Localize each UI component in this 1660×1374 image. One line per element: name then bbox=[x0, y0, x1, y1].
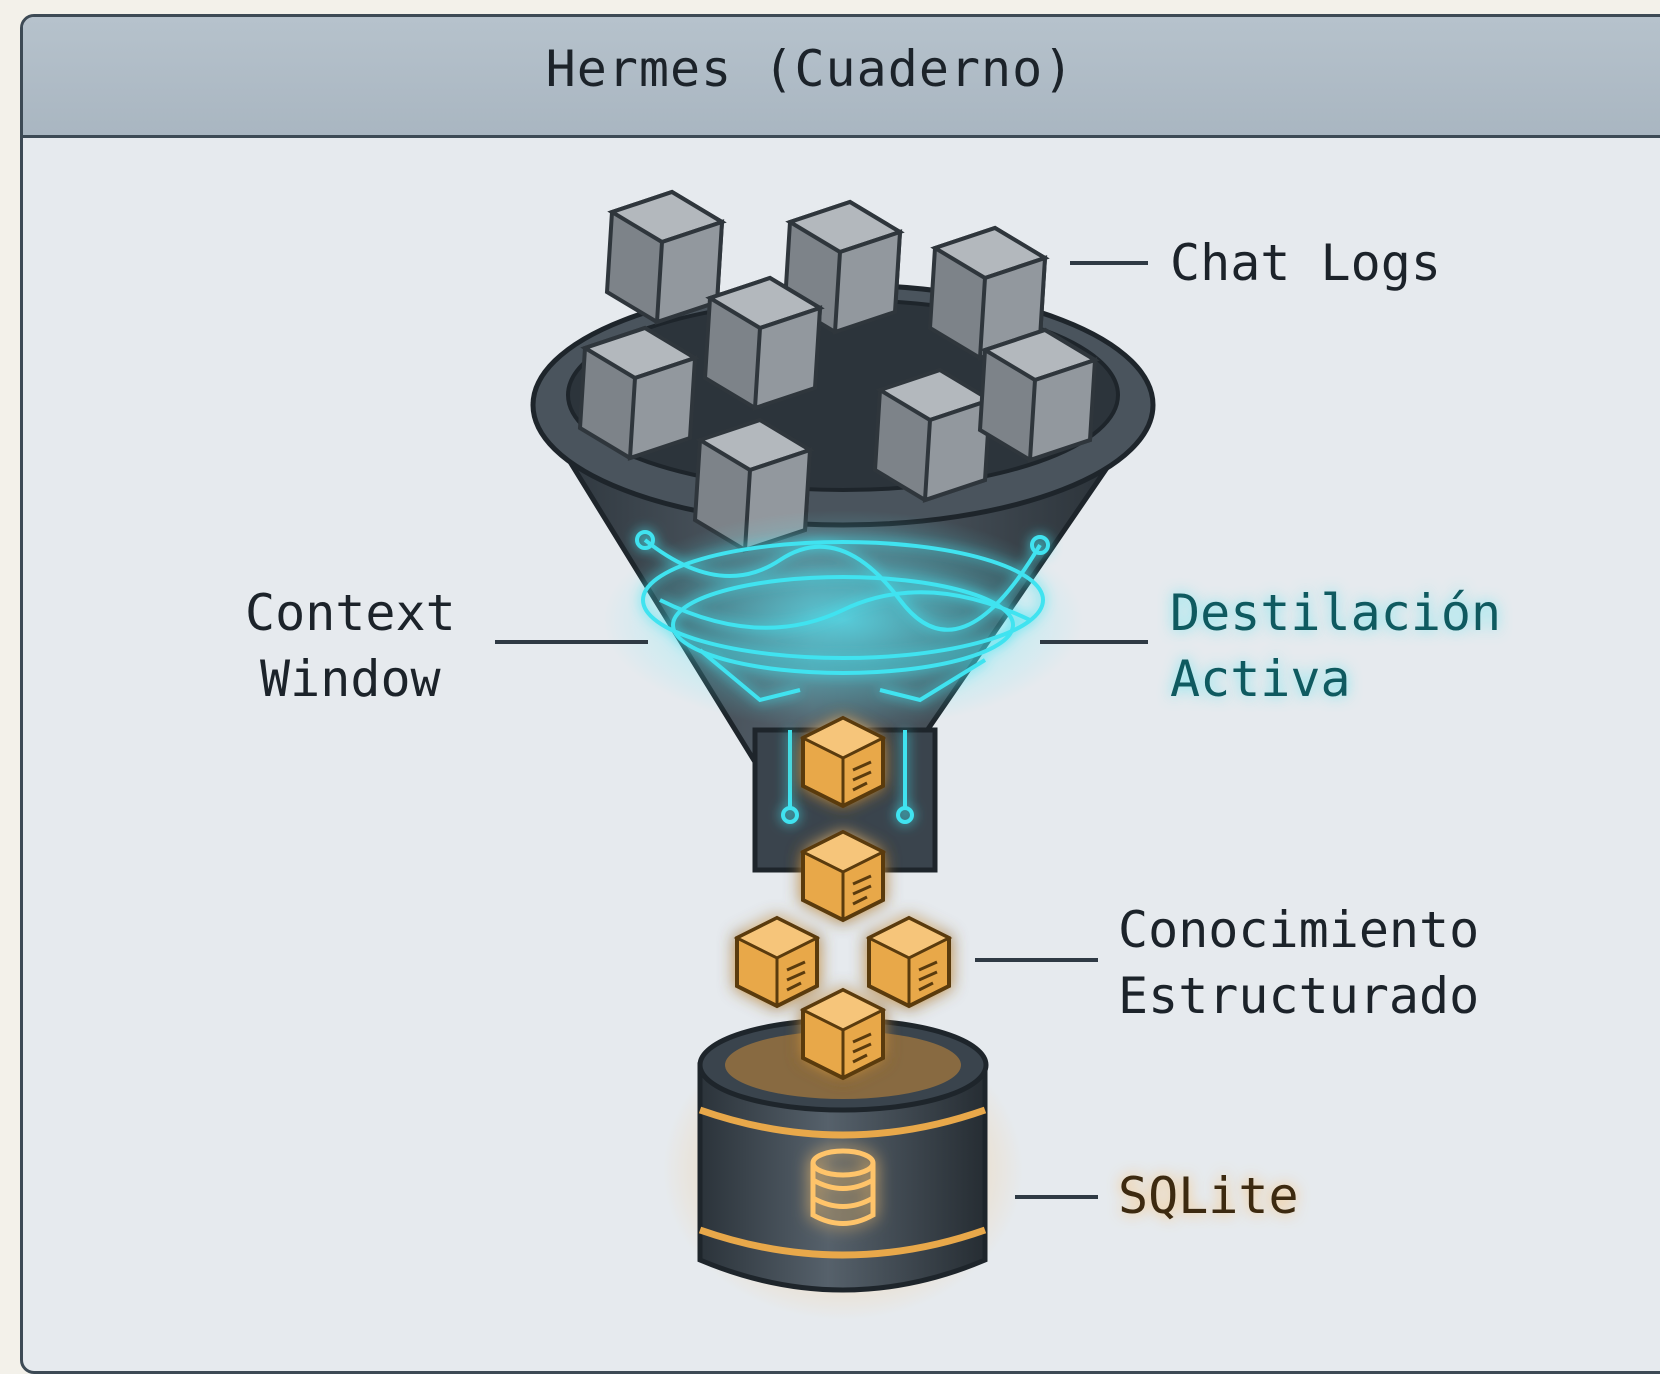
destilacion-line-2: Activa bbox=[1170, 650, 1351, 708]
context-window-line-1: Context bbox=[245, 584, 456, 642]
context-window-line-2: Window bbox=[260, 650, 441, 708]
rock-block-icon bbox=[605, 190, 724, 324]
context-window-label: Context Window bbox=[245, 580, 456, 712]
knowledge-cube-icon bbox=[867, 916, 951, 1008]
leader-lines bbox=[495, 261, 1148, 1199]
database-icon bbox=[810, 1148, 876, 1226]
knowledge-cube-icon bbox=[735, 916, 819, 1008]
conocimiento-label: Conocimiento Estructurado bbox=[1118, 897, 1479, 1029]
sqlite-label: SQLite bbox=[1118, 1167, 1299, 1225]
rock-block-icon bbox=[578, 326, 697, 460]
knowledge-cube-icon bbox=[801, 716, 885, 808]
distillation-net bbox=[603, 510, 1083, 824]
rock-block-icon bbox=[978, 328, 1097, 462]
chat-logs-label: Chat Logs bbox=[1170, 234, 1441, 292]
panel-header bbox=[23, 17, 1660, 138]
destilacion-label: Destilación Activa bbox=[1170, 580, 1501, 712]
page-title: Hermes (Cuaderno) bbox=[545, 40, 1075, 98]
knowledge-cube-icon bbox=[801, 988, 885, 1080]
destilacion-line-1: Destilación bbox=[1170, 584, 1502, 642]
rock-block-icon bbox=[703, 276, 822, 410]
knowledge-cube-icon bbox=[801, 830, 885, 922]
conocimiento-line-2: Estructurado bbox=[1118, 967, 1480, 1025]
rock-block-icon bbox=[873, 368, 992, 502]
sqlite-database bbox=[663, 1017, 1023, 1320]
conocimiento-line-1: Conocimiento bbox=[1118, 901, 1480, 959]
